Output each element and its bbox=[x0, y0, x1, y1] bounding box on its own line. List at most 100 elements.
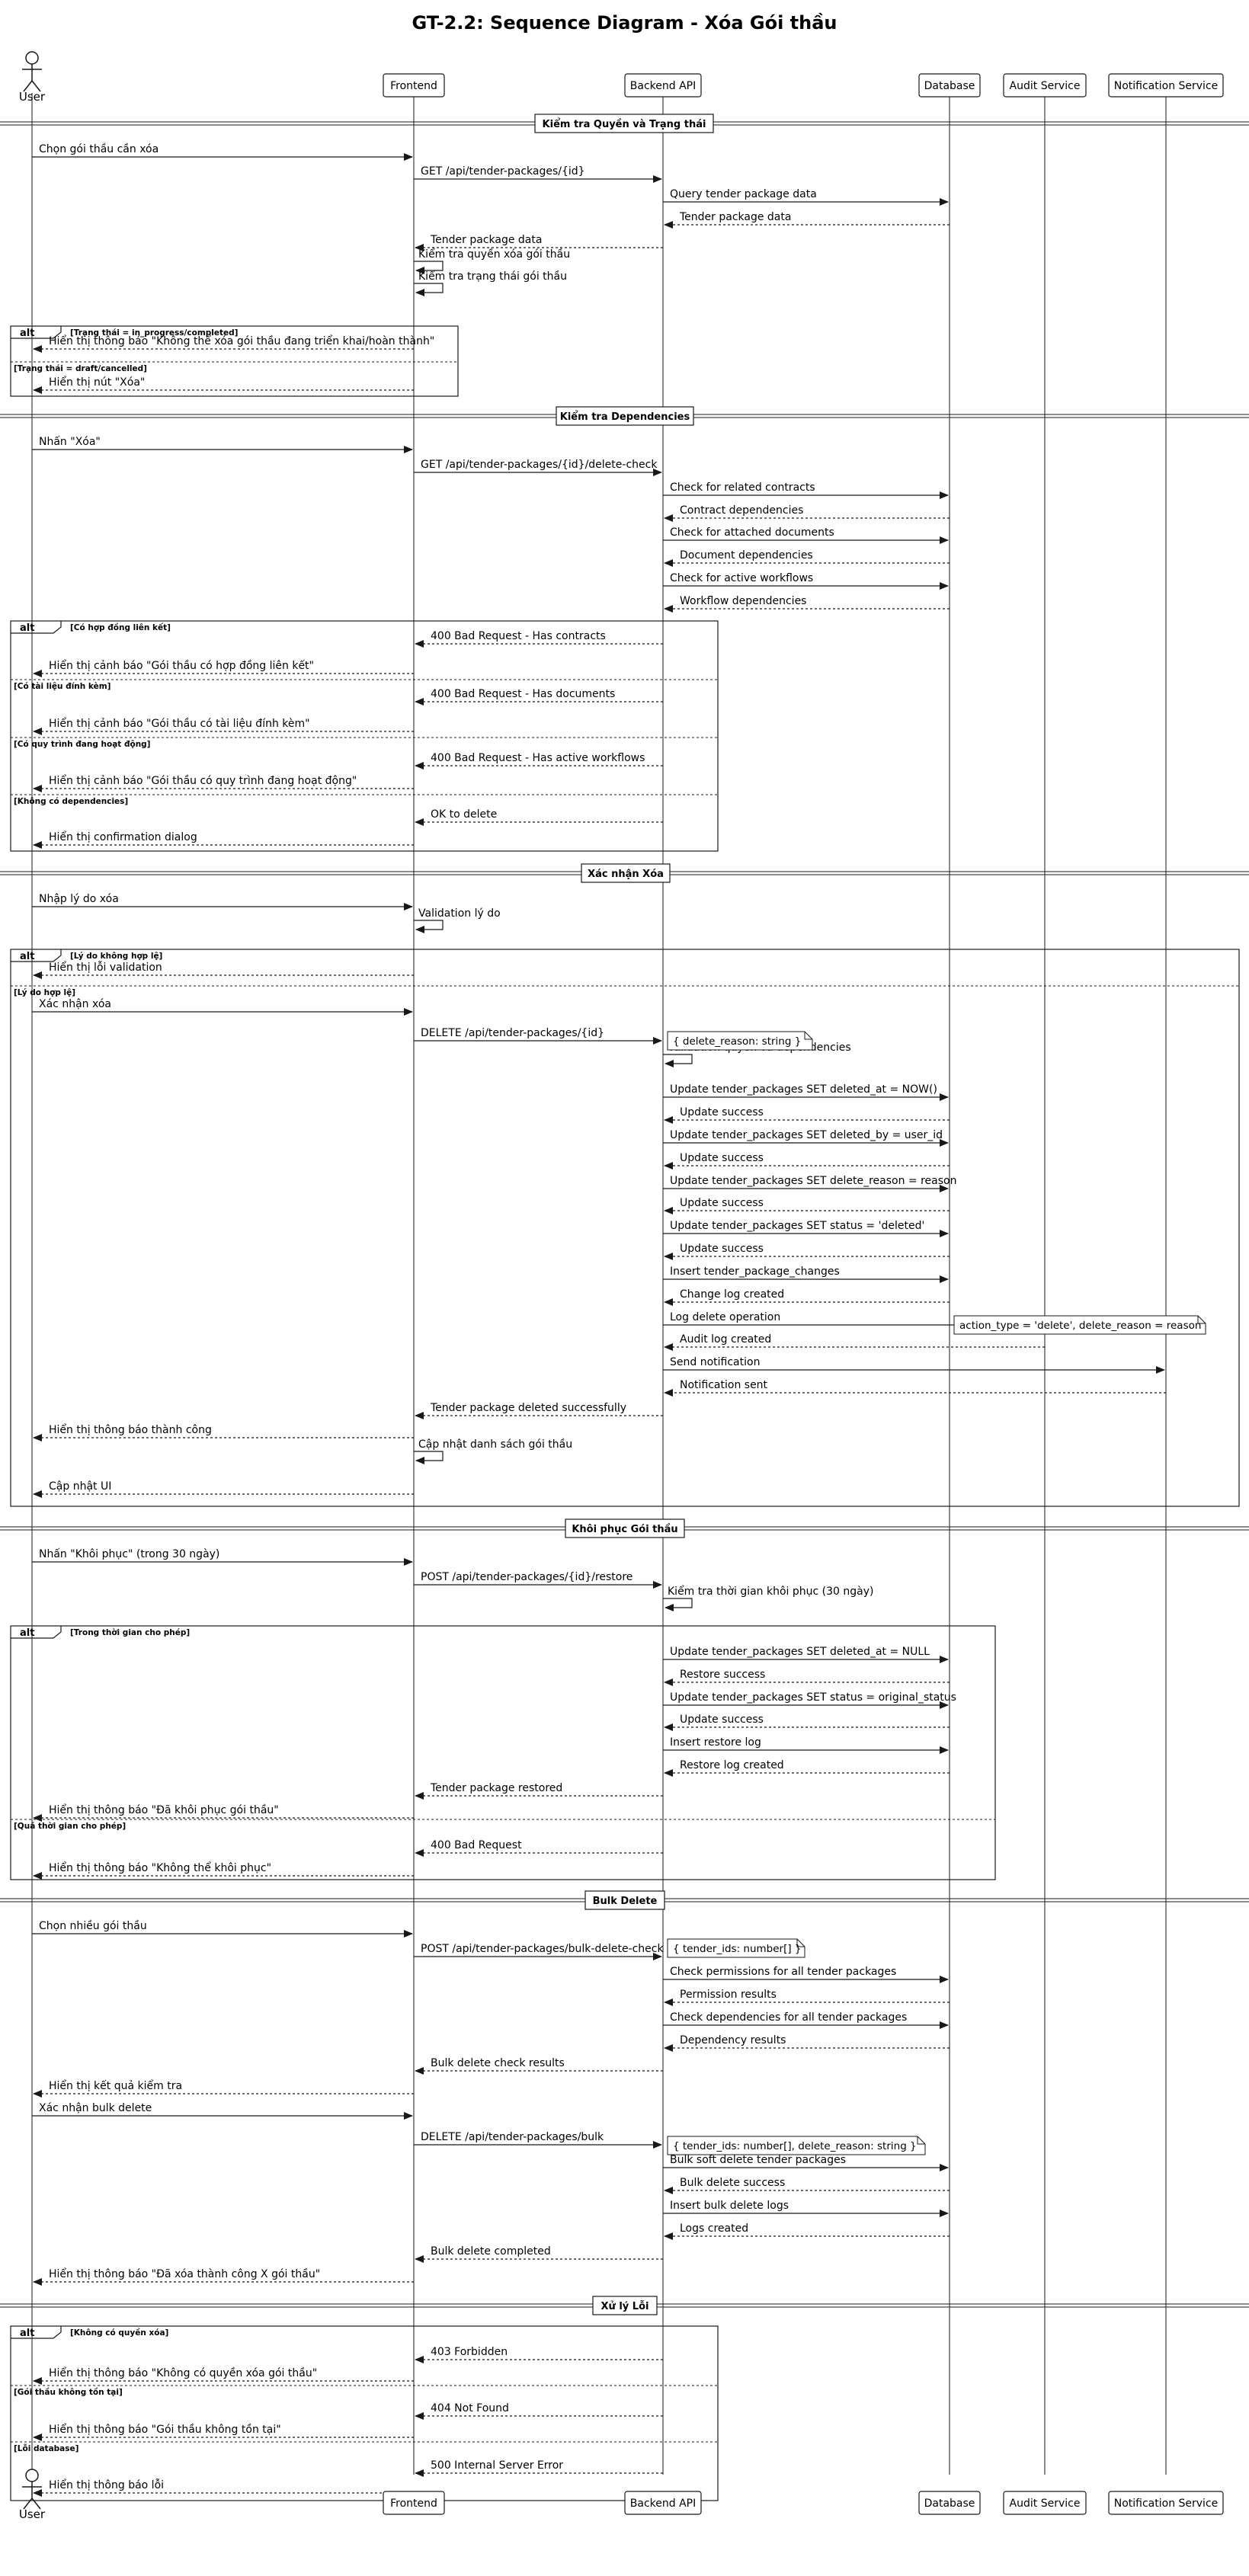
section-label: Khôi phục Gói thầu bbox=[572, 1524, 677, 1535]
message-label: POST /api/tender-packages/bulk-delete-ch… bbox=[421, 1943, 664, 1955]
message: Insert restore log bbox=[663, 1736, 949, 1754]
message-label: 400 Bad Request bbox=[431, 1839, 522, 1851]
message-label: Logs created bbox=[680, 2222, 748, 2235]
note-text: { tender_ids: number[] } bbox=[673, 1943, 802, 1955]
message-label: GET /api/tender-packages/{id} bbox=[421, 165, 585, 178]
fragment-condition: [Có hợp đồng liên kết] bbox=[70, 622, 171, 632]
message: Hiển thị thông báo "Gói thầu không tồn t… bbox=[33, 2423, 414, 2441]
message: Validation lý do bbox=[414, 907, 501, 933]
message: Workflow dependencies bbox=[664, 595, 950, 613]
message-label: Chọn nhiều gói thầu bbox=[39, 1919, 147, 1932]
fragment-condition: [Có quy trình đang hoạt động] bbox=[14, 740, 150, 749]
message-label: Update success bbox=[680, 1197, 764, 1209]
message-label: Bulk delete success bbox=[680, 2177, 785, 2189]
message: OK to delete bbox=[415, 808, 663, 826]
message: 404 Not Found bbox=[415, 2402, 663, 2420]
bottom-participant-notif: Notification Service bbox=[1108, 2491, 1224, 2515]
fragment-keyword: alt bbox=[20, 1627, 34, 1639]
message: Xác nhận bulk delete bbox=[32, 2102, 413, 2120]
message-label: Nhấn "Xóa" bbox=[39, 436, 101, 448]
message: Update success bbox=[664, 1197, 950, 1214]
message-label: Contract dependencies bbox=[680, 504, 803, 517]
message: 500 Internal Server Error bbox=[415, 2459, 663, 2477]
top-participant-audit: Audit Service bbox=[1003, 73, 1087, 98]
message-label: Check for attached documents bbox=[670, 526, 834, 539]
message: 403 Forbidden bbox=[415, 2346, 663, 2363]
message: Kiểm tra trạng thái gói thầu bbox=[414, 270, 567, 296]
section-divider: Khôi phục Gói thầu bbox=[0, 1518, 1249, 1538]
bottom-participant-label: Database bbox=[924, 2498, 975, 2510]
message: Update success bbox=[664, 1106, 950, 1124]
section-label: Kiểm tra Quyền và Trạng thái bbox=[543, 118, 706, 130]
message: Hiển thị thông báo "Không thể khôi phục" bbox=[33, 1861, 414, 1880]
message: Nhập lý do xóa bbox=[32, 893, 413, 910]
fragment-condition: [Trạng thái = in_progress/completed] bbox=[70, 328, 238, 338]
fragment-condition: [Có tài liệu đính kèm] bbox=[14, 682, 110, 691]
message-label: 400 Bad Request - Has contracts bbox=[431, 630, 606, 642]
note: { delete_reason: string } bbox=[667, 1031, 813, 1051]
message: Chọn nhiều gói thầu bbox=[32, 1919, 413, 1938]
top-participant-fe: Frontend bbox=[383, 73, 445, 98]
message: GET /api/tender-packages/{id}/delete-che… bbox=[414, 459, 662, 476]
fragment-condition: [Trạng thái = draft/cancelled] bbox=[14, 364, 147, 373]
message-label: Hiển thị thông báo "Không thể khôi phục" bbox=[49, 1861, 271, 1874]
fragment-condition: [Lý do hợp lệ] bbox=[14, 988, 75, 997]
bottom-participant-be: Backend API bbox=[624, 2491, 702, 2515]
message: Hiển thị cảnh báo "Gói thầu có hợp đồng … bbox=[33, 659, 414, 677]
message: Hiển thị thông báo "Đã xóa thành công X … bbox=[33, 2267, 414, 2286]
section-divider: Kiểm tra Quyền và Trạng thái bbox=[0, 114, 1249, 133]
section-label: Bulk Delete bbox=[593, 1896, 658, 1907]
message: Xác nhận xóa bbox=[32, 998, 413, 1016]
top-participant-label: Backend API bbox=[630, 80, 696, 92]
message: Tender package data bbox=[664, 211, 950, 229]
message-label: GET /api/tender-packages/{id}/delete-che… bbox=[421, 459, 658, 471]
message: Update success bbox=[664, 1714, 950, 1731]
message: Change log created bbox=[664, 1288, 950, 1306]
message-label: Log delete operation bbox=[670, 1311, 780, 1323]
bottom-participant-db: Database bbox=[918, 2491, 981, 2515]
message-label: Hiển thị confirmation dialog bbox=[49, 830, 197, 843]
message-label: Send notification bbox=[670, 1356, 760, 1368]
message: Update tender_packages SET deleted_at = … bbox=[663, 1083, 949, 1101]
top-participant-label: Frontend bbox=[390, 80, 437, 92]
message-label: Check dependencies for all tender packag… bbox=[670, 2011, 907, 2024]
message-label: DELETE /api/tender-packages/bulk bbox=[421, 2131, 604, 2143]
message-label: Bulk delete completed bbox=[431, 2245, 551, 2258]
message: Check dependencies for all tender packag… bbox=[663, 2011, 949, 2029]
message-label: Hiển thị thông báo thành công bbox=[49, 1423, 212, 1436]
message-label: Hiển thị thông báo "Gói thầu không tồn t… bbox=[49, 2423, 281, 2436]
note-text: { tender_ids: number[], delete_reason: s… bbox=[673, 2140, 917, 2152]
message: Hiển thị lỗi validation bbox=[33, 961, 414, 979]
message: Update tender_packages SET deleted_by = … bbox=[663, 1129, 949, 1147]
message-label: Update success bbox=[680, 1106, 764, 1118]
bottom-participant-label: Backend API bbox=[630, 2498, 696, 2510]
diagram-title: GT-2.2: Sequence Diagram - Xóa Gói thầu bbox=[412, 12, 837, 34]
message-label: Insert restore log bbox=[670, 1736, 761, 1749]
message-label: Hiển thị cảnh báo "Gói thầu có tài liệu … bbox=[49, 717, 310, 730]
message-label: 403 Forbidden bbox=[431, 2346, 508, 2358]
message-label: Hiển thị thông báo "Không thể xóa gói th… bbox=[49, 334, 434, 347]
note-text: action_type = 'delete', delete_reason = … bbox=[959, 1320, 1201, 1332]
message-label: Document dependencies bbox=[680, 549, 813, 562]
top-actor-user: User bbox=[19, 51, 46, 104]
message-label: 500 Internal Server Error bbox=[431, 2459, 563, 2472]
message: Dependency results bbox=[664, 2034, 950, 2052]
message: Hiển thị thông báo "Không có quyền xóa g… bbox=[33, 2366, 414, 2385]
message: Logs created bbox=[664, 2222, 950, 2240]
message: Contract dependencies bbox=[664, 504, 950, 522]
fragment-keyword: alt bbox=[20, 2328, 34, 2339]
fragment-condition: [Không có dependencies] bbox=[14, 797, 128, 806]
fragment-keyword: alt bbox=[20, 328, 34, 339]
fragment-condition: [Trong thời gian cho phép] bbox=[70, 1628, 190, 1637]
message-label: Restore success bbox=[680, 1669, 765, 1681]
message-label: Workflow dependencies bbox=[680, 595, 806, 607]
message: POST /api/tender-packages/bulk-delete-ch… bbox=[414, 1943, 664, 1960]
message-label: Validation lý do bbox=[418, 907, 501, 920]
message-label: Insert bulk delete logs bbox=[670, 2200, 789, 2212]
message-label: Update tender_packages SET deleted_at = … bbox=[670, 1646, 930, 1658]
message: 400 Bad Request bbox=[415, 1839, 663, 1857]
message: Hiển thị nút "Xóa" bbox=[33, 376, 414, 394]
message-label: Restore log created bbox=[680, 1759, 784, 1771]
message-label: Hiển thị kết quả kiểm tra bbox=[49, 2079, 182, 2092]
message: Cập nhật danh sách gói thầu bbox=[414, 1438, 572, 1464]
